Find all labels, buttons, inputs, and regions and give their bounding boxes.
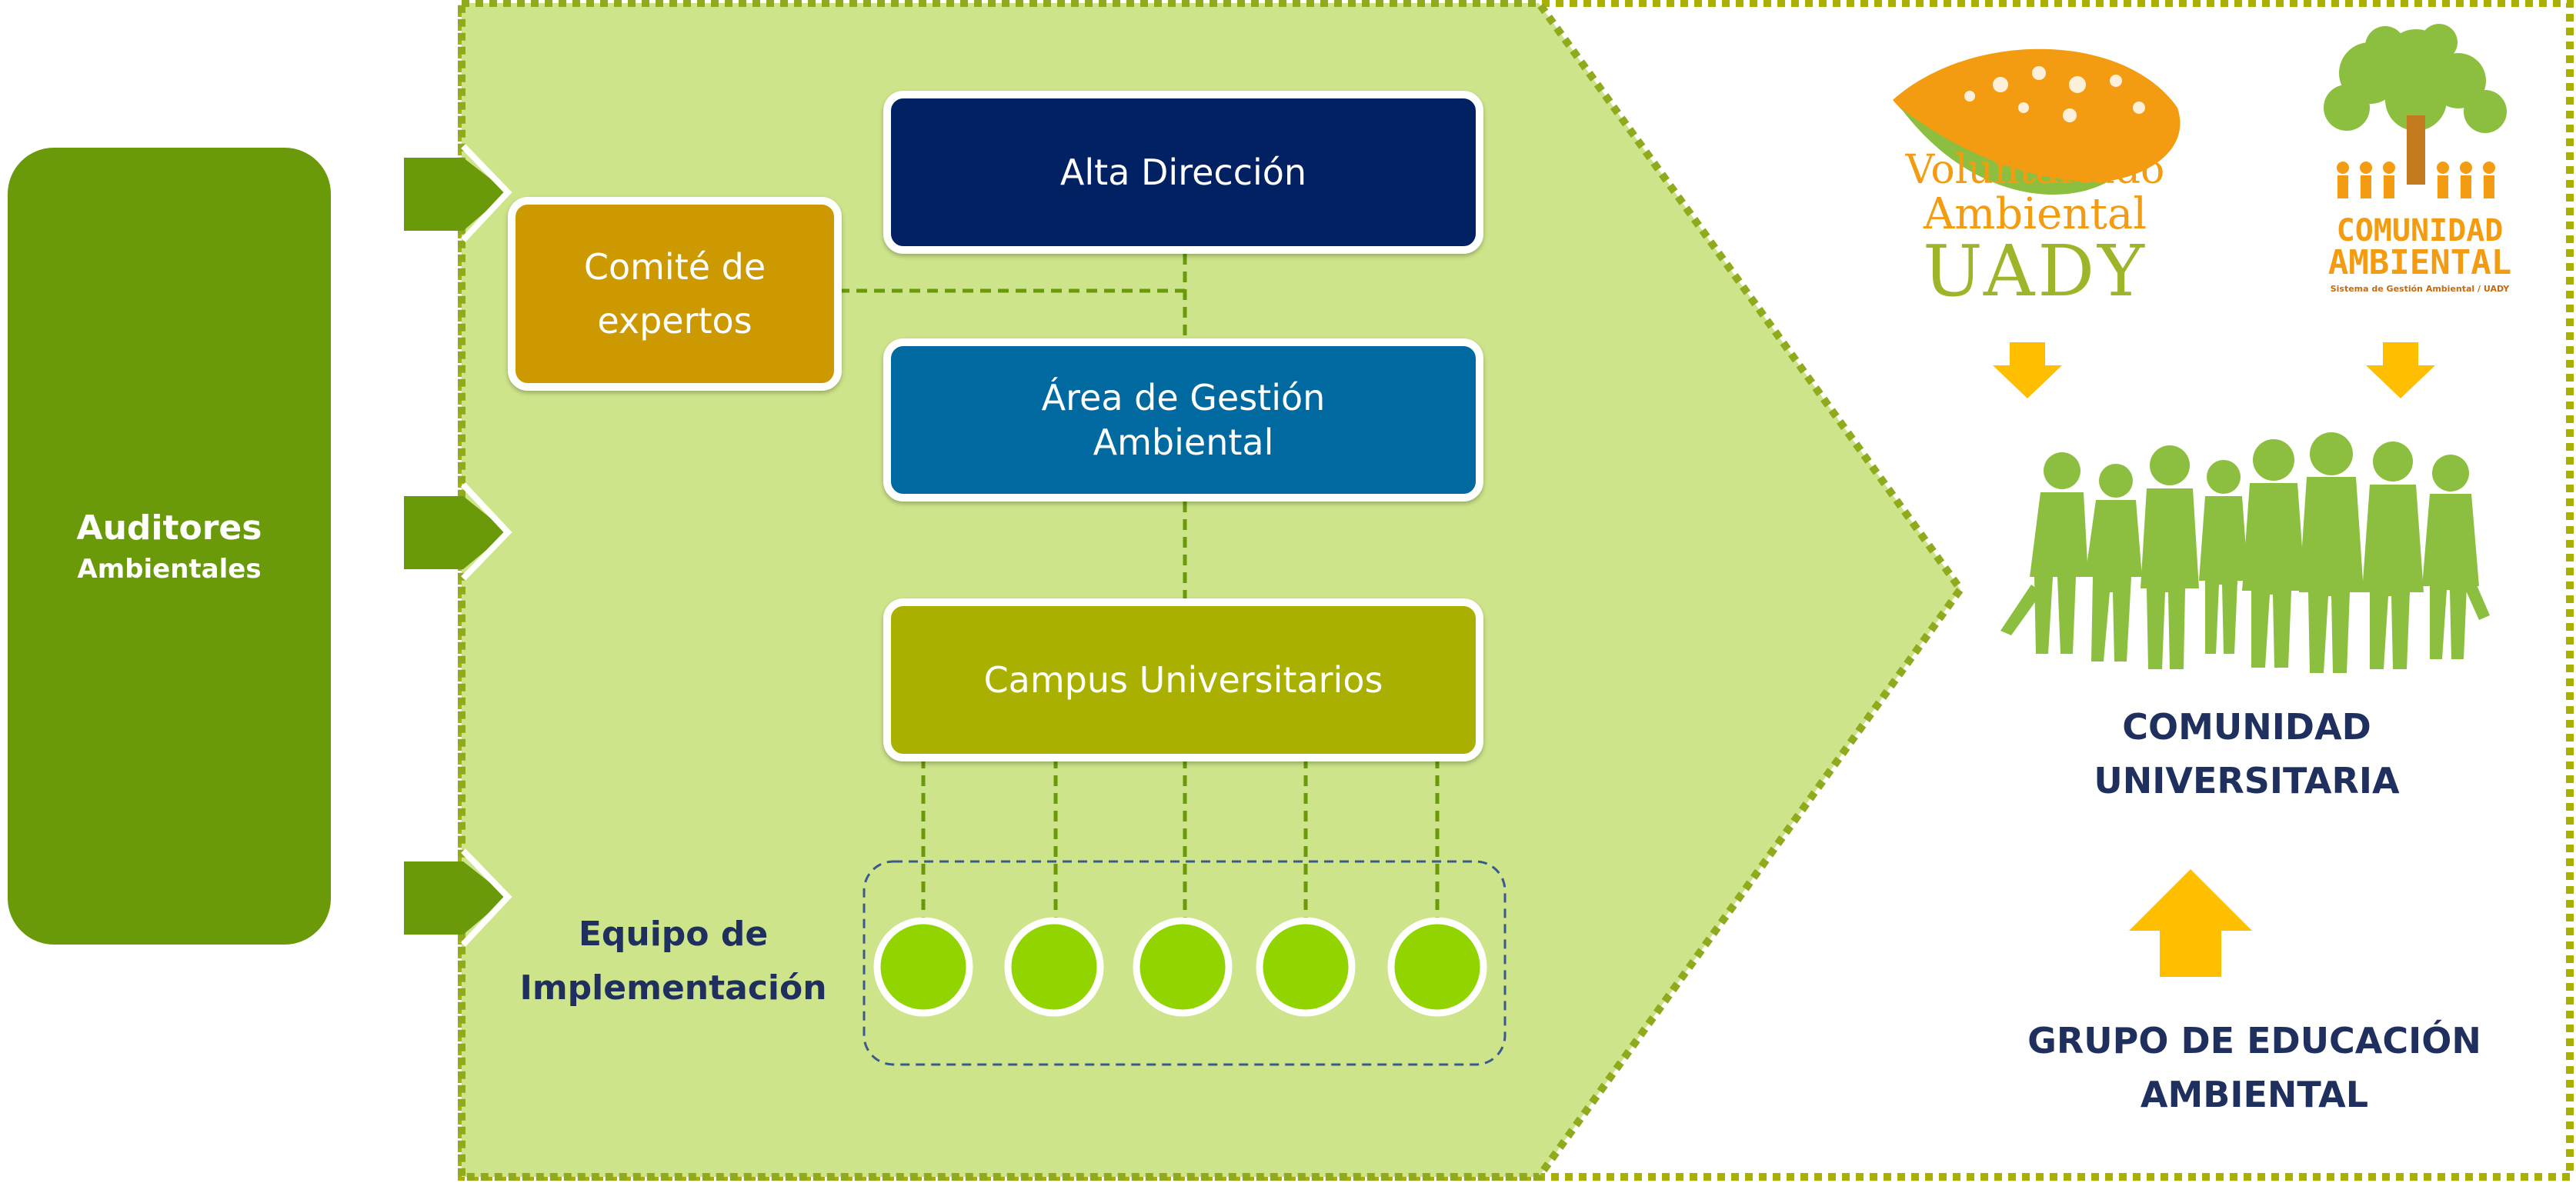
grupo-educacion-label: GRUPO DE EDUCACIÓN AMBIENTAL — [1970, 1014, 2539, 1121]
arrow-down-voluntariado — [1993, 342, 2062, 398]
auditors-label: Auditores Ambientales — [8, 492, 331, 600]
voluntariado-line1: Voluntariado — [1905, 147, 2165, 193]
equipo-line1: Equipo de — [578, 915, 769, 954]
voluntariado-line2: Ambiental — [1923, 189, 2147, 239]
team-member-circle — [1256, 917, 1356, 1017]
grupo-educacion-line2: AMBIENTAL — [2140, 1074, 2369, 1115]
equipo-label: Equipo de Implementación — [508, 908, 839, 1015]
comunidad-ambiental-line2: AMBIENTAL — [2327, 243, 2512, 282]
comunidad-universitaria-line1: COMUNIDAD — [2122, 706, 2371, 748]
campus-label: Campus Universitarios — [983, 659, 1383, 701]
grupo-educacion-line1: GRUPO DE EDUCACIÓN — [2027, 1020, 2481, 1061]
voluntariado-logo-icon — [1893, 48, 2181, 195]
input-arrow-bottom — [404, 861, 508, 935]
team-member-circle — [1387, 917, 1487, 1017]
comunidad-ambiental-line3: Sistema de Gestión Ambiental / UADY — [2330, 284, 2510, 294]
comite-line1: Comité de — [583, 246, 766, 288]
people-silhouettes-icon — [2000, 432, 2490, 673]
arrow-down-comunidad — [2366, 342, 2435, 398]
auditors-box — [8, 148, 331, 945]
campus-box: Campus Universitarios — [883, 598, 1483, 761]
auditors-line1: Auditores — [76, 508, 262, 548]
comunidad-ambiental-line1: COMUNIDAD — [2336, 213, 2504, 248]
input-arrow-middle — [404, 496, 508, 569]
voluntariado-line3: UADY — [1923, 230, 2147, 312]
team-container — [863, 860, 1507, 1066]
voluntariado-logo-text: Voluntariado Ambiental UADY — [1889, 150, 2181, 307]
area-gestion-line1: Área de Gestión — [1041, 377, 1326, 418]
equipo-line2: Implementación — [519, 968, 827, 1008]
arrow-up-education — [2129, 869, 2252, 977]
area-gestion-box: Área de Gestión Ambiental — [883, 338, 1483, 502]
comunidad-ambiental-logo-text: COMUNIDAD AMBIENTAL Sistema de Gestión A… — [2316, 215, 2524, 293]
team-members — [873, 917, 1487, 1017]
team-member-circle — [873, 917, 973, 1017]
comunidad-universitaria-line2: UNIVERSITARIA — [2094, 760, 2400, 801]
alta-direccion-label: Alta Dirección — [1059, 152, 1307, 193]
input-arrow-top — [404, 158, 508, 231]
comite-line2: expertos — [597, 300, 752, 342]
comite-expertos-box: Comité de expertos — [508, 197, 842, 391]
area-gestion-line2: Ambiental — [1093, 422, 1274, 463]
org-connectors — [839, 254, 1440, 923]
team-member-circle — [1004, 917, 1104, 1017]
team-member-circle — [1133, 917, 1233, 1017]
comunidad-ambiental-logo-icon — [2324, 24, 2507, 198]
auditors-line2: Ambientales — [77, 553, 262, 585]
comunidad-universitaria-label: COMUNIDAD UNIVERSITARIA — [2016, 700, 2478, 808]
alta-direccion-box: Alta Dirección — [883, 91, 1483, 254]
